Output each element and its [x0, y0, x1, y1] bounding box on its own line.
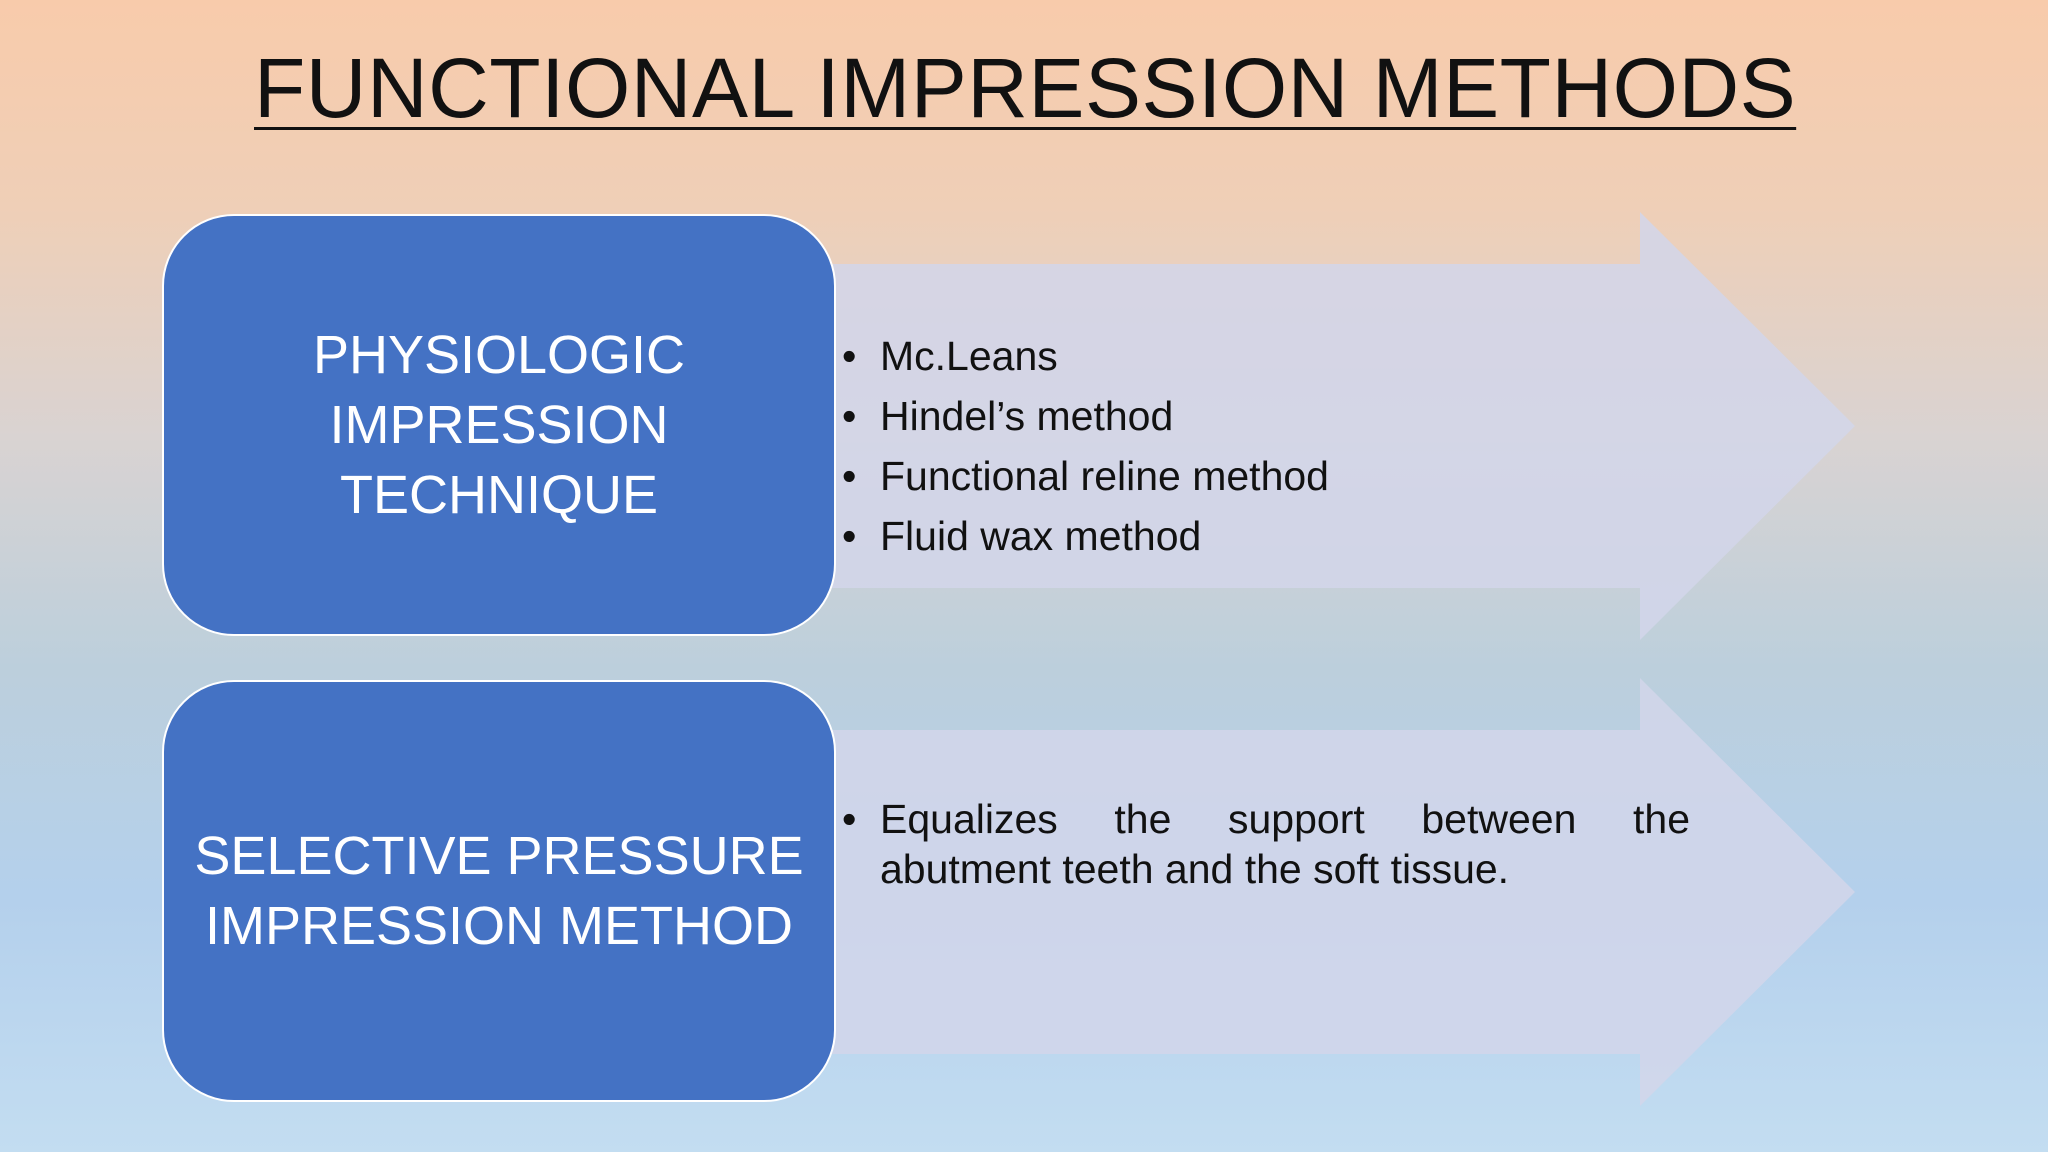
list-item: • Fluid wax method [842, 506, 1329, 566]
diagram-row-selective-pressure: SELECTIVE PRESSURE IMPRESSION METHOD • Eq… [0, 678, 2048, 1106]
list-item-text: Mc.Leans [880, 333, 1058, 379]
category-box-physiologic: PHYSIOLOGIC IMPRESSION TECHNIQUE [162, 214, 836, 636]
list-item: • Equalizes the support between the abutm… [842, 794, 1690, 894]
category-label: SELECTIVE PRESSURE IMPRESSION METHOD [174, 821, 823, 961]
list-item: • Mc.Leans [842, 326, 1329, 386]
list-item-text: Hindel’s method [880, 393, 1174, 439]
list-item-text: Fluid wax method [880, 513, 1202, 559]
category-box-selective-pressure: SELECTIVE PRESSURE IMPRESSION METHOD [162, 680, 836, 1102]
bullet-icon: • [842, 796, 857, 842]
list-item: • Hindel’s method [842, 386, 1329, 446]
diagram-row-physiologic: PHYSIOLOGIC IMPRESSION TECHNIQUE • Mc.Lea… [0, 212, 2048, 640]
list-item: • Functional reline method [842, 446, 1329, 506]
method-list: • Mc.Leans • Hindel’s method • Functional r… [842, 326, 1329, 566]
arrow-shape [800, 678, 1855, 1106]
bullet-icon: • [842, 333, 857, 379]
category-label-line: PHYSIOLOGIC [312, 325, 686, 385]
list-item-text: Equalizes the support between the abutme… [880, 796, 1690, 892]
list-item-text: Functional reline method [880, 453, 1329, 499]
bullet-icon: • [842, 453, 857, 499]
bullet-icon: • [842, 513, 857, 559]
arrow-shape [800, 212, 1855, 640]
category-label-line: SELECTIVE PRESSURE [194, 826, 804, 886]
category-label-line: TECHNIQUE [339, 465, 658, 525]
category-label-line: IMPRESSION METHOD [204, 896, 794, 956]
category-label: PHYSIOLOGIC IMPRESSION TECHNIQUE [293, 320, 705, 530]
category-label-line: IMPRESSION [329, 395, 669, 455]
slide-title: FUNCTIONAL IMPRESSION METHODS [254, 41, 1797, 135]
bullet-icon: • [842, 393, 857, 439]
method-description-list: • Equalizes the support between the abutm… [842, 794, 1690, 894]
